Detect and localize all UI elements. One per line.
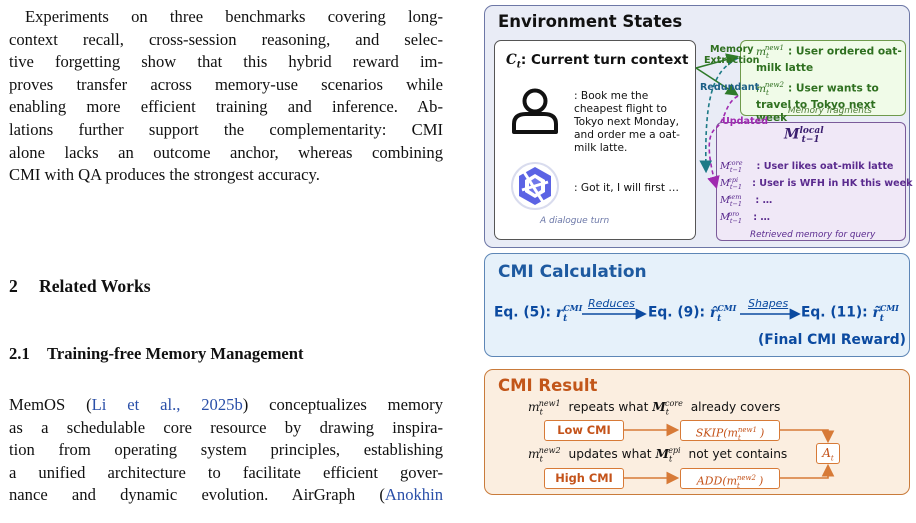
dialogue-turn-caption: A dialogue turn [540,216,610,226]
fragment-text: : User ordered oat-milk latte [756,45,902,75]
retrieved-memory-caption: Retrieved memory for query [750,230,876,240]
add-to-action-arrow [780,463,835,479]
environment-states-title: Environment States [498,12,683,31]
result-statement-update: mtnew2 updates what Mtepi not yet contai… [528,446,788,464]
paragraph-line: tion from operating system principles, e… [9,440,443,460]
fragment-text: : User wants to travel to Tokyo next wee… [756,82,879,124]
retrieved-core-memory: Mt−1core: User likes oat-milk latte [720,159,894,175]
retrieved-text: : … [755,195,773,207]
skip-to-action-arrow [780,429,835,444]
context-symbol: C [506,52,517,68]
retrieved-text: : User is WFH in HK this week [752,178,913,190]
op-label: ADD [696,474,723,488]
diagram-shapes [511,88,559,210]
retrieved-semantic-memory: Mt−1sem: … [720,193,773,209]
retrieved-episodic-memory: Mt−1epi: User is WFH in HK this week [720,176,913,192]
add-operation-tag: ADD(mtnew2) [680,468,780,490]
reduces-label: Reduces [588,297,635,310]
shapes-label: Shapes [748,297,789,310]
retrieved-procedural-memory: Mt−1pro: … [720,210,770,226]
op-label: SKIP [695,426,724,440]
cmi-result-title: CMI Result [498,376,598,395]
updated-label: Updated [722,116,768,127]
paragraph-line: a unified architecture to facilitate eff… [9,462,443,482]
eq-label: Eq. (5): [494,304,552,321]
paragraph-line: CMI with QA produces the strongest accur… [9,165,320,185]
equation-5: Eq. (5): rtCMI [494,303,583,324]
memory-extraction-arrows [695,53,740,96]
section-title: Related Works [39,276,151,296]
equation-9: Eq. (9): r̂tCMI [648,303,737,324]
user-icon [512,88,558,134]
environment-arrows [695,53,740,190]
agent-logo-icon [511,162,559,210]
paragraph-line: context recall, cross-session reasoning,… [9,29,443,49]
text-run: ) conceptualizes memory [242,395,443,414]
eq-label: Eq. (11): [801,304,868,321]
paragraph-line: proves transfer across memory-use scenar… [9,74,443,94]
section-number: 2 [9,276,18,296]
paragraph-line: as a schedulable core resource by drawin… [9,417,443,437]
result-text: repeats what [564,400,653,415]
text-run: nance and dynamic evolution. AirGraph ( [9,485,385,505]
paragraph-line: tive forgetting show that this hybrid re… [9,52,443,72]
paragraph-line: Experiments on three benchmarks covering… [25,7,443,26]
subsection-number: 2.1 [9,344,30,363]
retrieved-memory-box [716,122,906,241]
retrieved-text: : User likes oat-milk latte [756,161,894,173]
cmi-calculation-panel [484,253,910,357]
paragraph-line: alone lacks an outcome anchor, whereas c… [9,142,443,162]
context-subscript: t [516,60,521,71]
paper-left-column: Experiments on three benchmarks covering… [0,0,452,523]
current-turn-title: Ct: Current turn context [506,52,688,71]
local-memory-symbol: Mlocalt−1 [784,126,824,146]
citation-link[interactable]: Li et al., 2025b [91,395,243,414]
action-tag: At [816,443,840,464]
memory-fragments-caption: Memory fragments [788,106,872,116]
subsection-heading: 2.1 Training-free Memory Management [9,344,304,364]
label-line: Memory [709,44,754,55]
intro-paragraph: Experiments on three benchmarks covering… [9,6,443,187]
eq-label: Eq. (9): [648,304,706,321]
memory-fragments-box [740,40,906,116]
action-label: A [822,446,831,460]
calculation-arrows [582,308,801,320]
result-arrows [624,423,835,485]
label-line: Extraction [704,55,760,66]
final-cmi-reward-label: (Final CMI Reward) [758,332,906,348]
current-turn-label: : Current turn context [520,52,689,68]
equation-11: Eq. (11): r̃tCMI [801,303,899,324]
redundant-label: Redundant [700,82,760,93]
low-cmi-tag: Low CMI [544,420,624,441]
text-run: MemOS ( [9,395,92,414]
memory-fragment-new2: mtnew2: User wants to travel to Tokyo ne… [756,81,879,124]
updated-arrow [707,95,739,190]
cmi-figure: Environment States Ct: Current turn cont… [480,0,916,523]
section-heading: 2 Related Works [9,276,151,297]
high-cmi-tag: High CMI [544,468,624,489]
memory-fragment-new1: mtnew1: User ordered oat-milk latte [756,44,902,75]
citation-link[interactable]: Anokhin [384,485,443,505]
retrieved-text: : … [753,212,770,224]
paragraph-line: lations further support the complementar… [9,119,443,139]
memos-paragraph: MemOS (Li et al., 2025b) conceptualizes … [9,394,443,507]
subsection-title: Training-free Memory Management [47,344,304,363]
result-statement-redundant: mtnew1 repeats what Mtcore already cover… [528,399,781,417]
paragraph-line: nance and dynamic evolution. AirGraph (A… [9,484,443,507]
paragraph-line: MemOS (Li et al., 2025b) conceptualizes … [9,394,443,417]
result-text: not yet contains [684,447,788,462]
result-text: updates what [564,447,656,462]
skip-operation-tag: SKIP(mtnew1) [680,420,780,442]
user-message: : Book me the cheapest flight to Tokyo n… [574,90,680,154]
redundant-arrow [699,57,739,174]
paragraph-line: enabling more efficient training and inf… [9,97,443,117]
agent-message: : Got it, I will first … [574,182,679,194]
cmi-calculation-title: CMI Calculation [498,262,647,282]
result-text: already covers [686,400,781,415]
